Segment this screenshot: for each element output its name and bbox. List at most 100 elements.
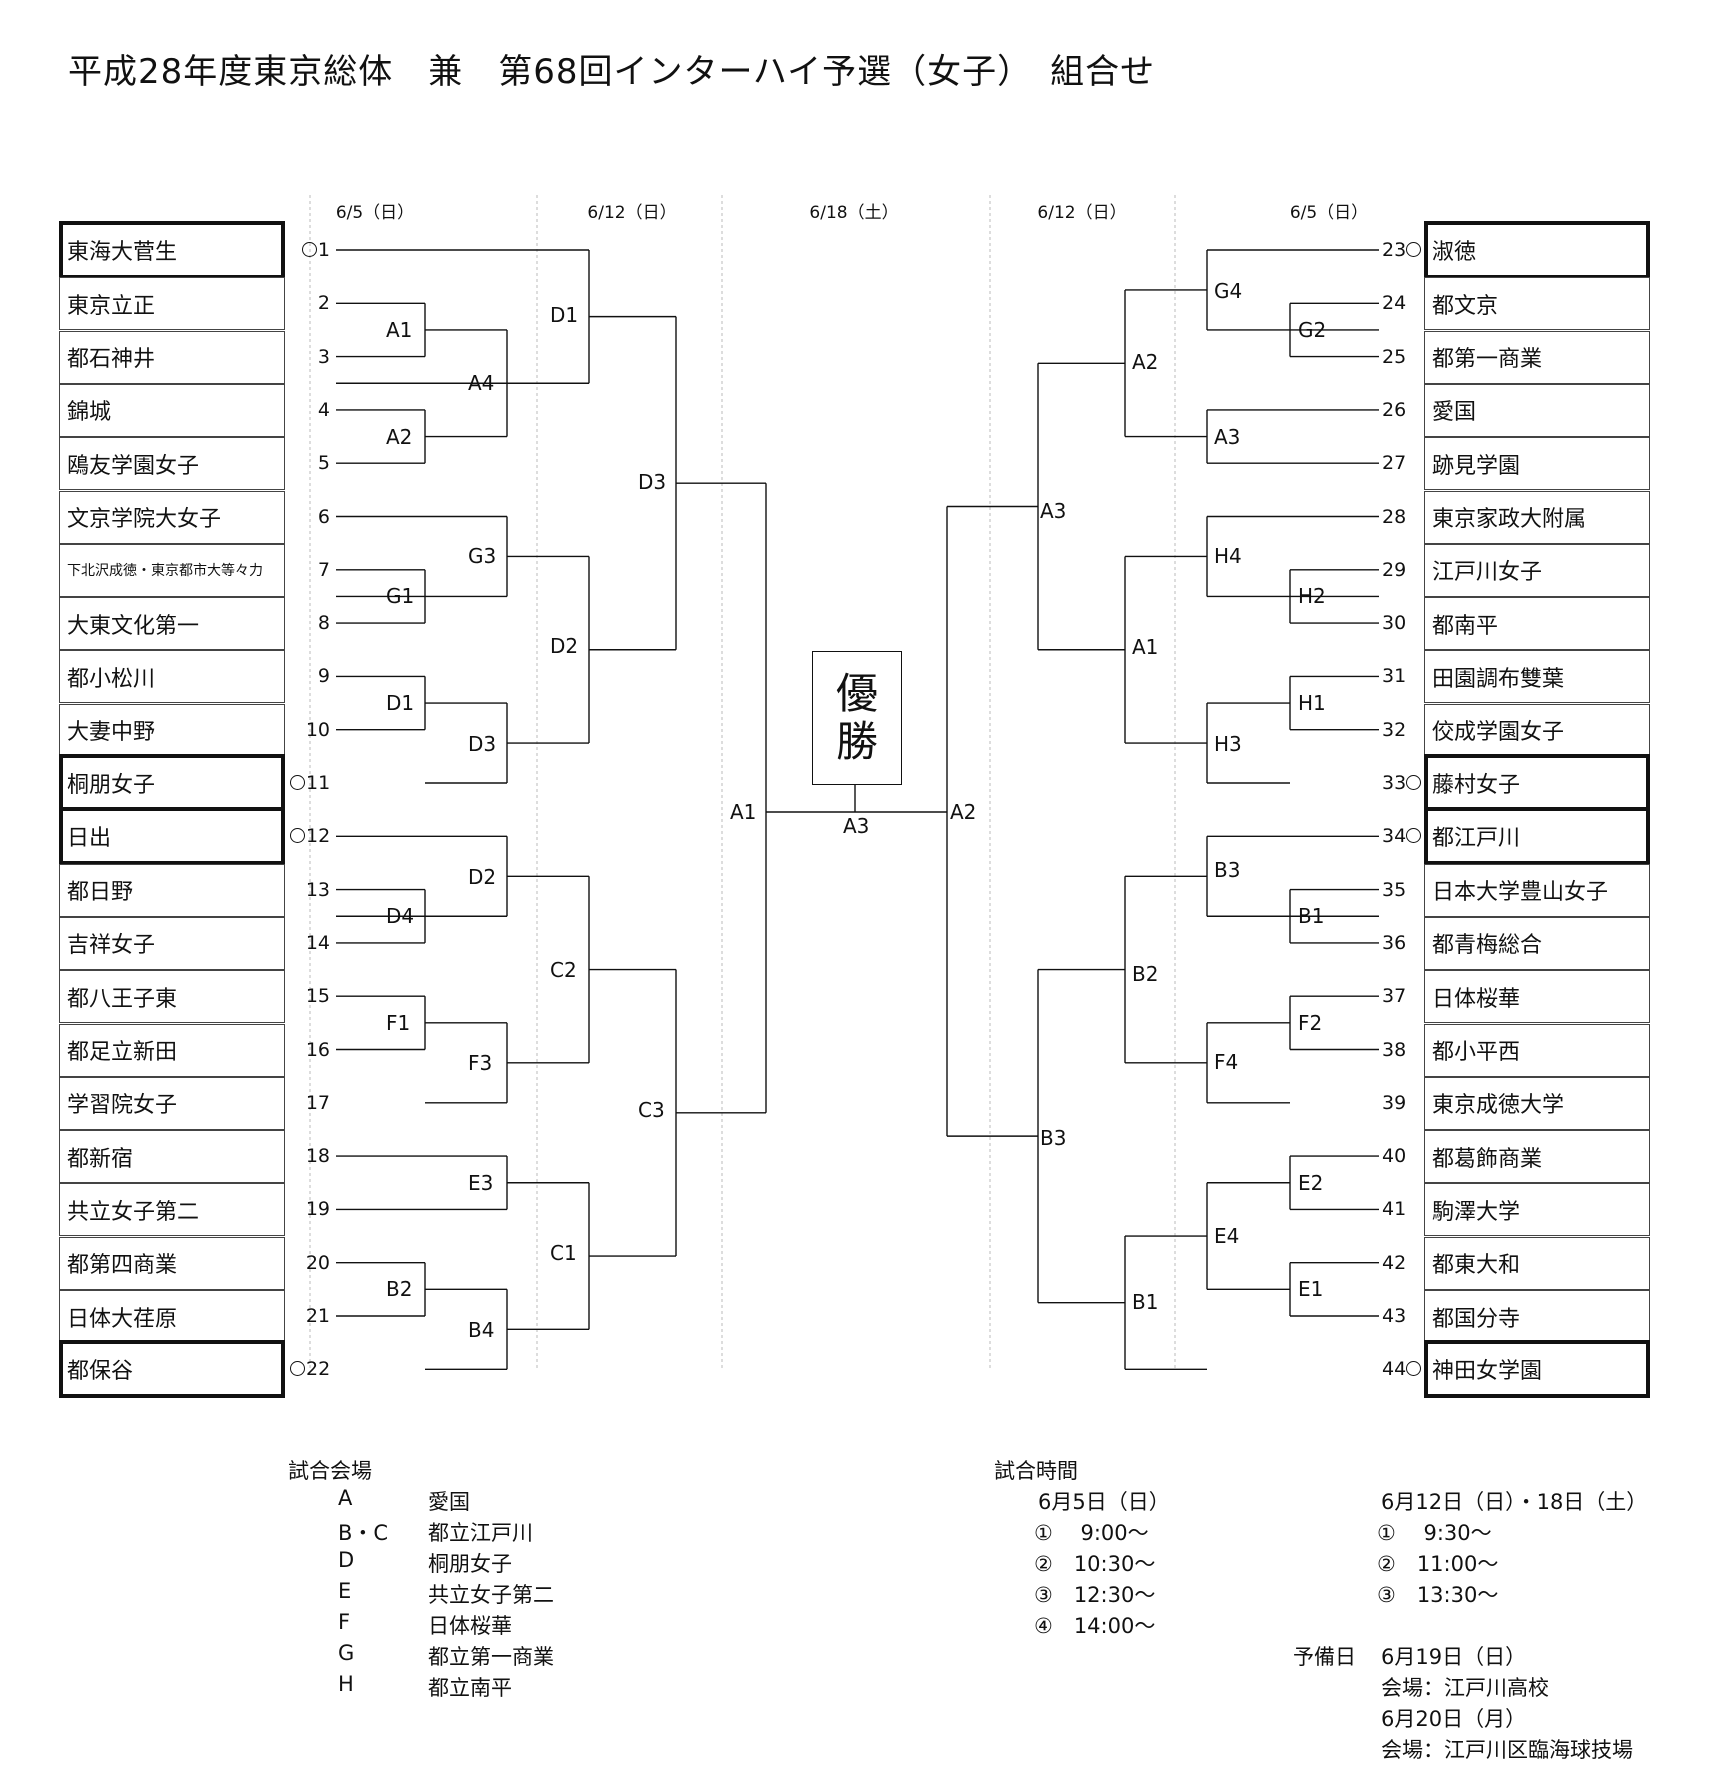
- match-label: B1: [1298, 904, 1325, 929]
- team-name: 田園調布雙葉: [1432, 666, 1565, 692]
- team-number: 32: [1382, 719, 1422, 741]
- team-number: 24: [1382, 292, 1422, 314]
- team-number-text: 11: [306, 772, 331, 794]
- seed-number: 34: [1382, 825, 1422, 847]
- match-label: G1: [386, 584, 415, 609]
- time-slot-day2: ② 11:00～: [1377, 1552, 1499, 1576]
- seed-number: 11: [290, 772, 330, 794]
- reserve-date-2: 6月20日（月）: [1381, 1707, 1527, 1731]
- right-team-box: 都青梅総合: [1424, 916, 1650, 970]
- team-name: 都八王子東: [67, 986, 178, 1012]
- match-label: H4: [1214, 544, 1242, 569]
- venue-code: D: [338, 1548, 355, 1572]
- times-day2-label: 6月12日（日）・18日（土）: [1381, 1490, 1648, 1514]
- team-number: 40: [1382, 1145, 1422, 1167]
- match-label: E2: [1298, 1170, 1324, 1195]
- right-team-box: 都第一商業: [1424, 330, 1650, 384]
- team-name: 駒澤大学: [1432, 1199, 1521, 1225]
- team-number: 27: [1382, 452, 1422, 474]
- left-team-box: 日出: [59, 807, 285, 866]
- match-label: D1: [550, 302, 579, 327]
- left-team-box: 東京立正: [59, 277, 285, 331]
- team-number: 18: [290, 1145, 330, 1167]
- match-label: B2: [1132, 961, 1159, 986]
- team-number: 38: [1382, 1039, 1422, 1061]
- time-slot-day1: ③ 12:30～: [1034, 1583, 1156, 1607]
- team-number: 20: [290, 1252, 330, 1274]
- venue-code: G: [338, 1641, 355, 1665]
- match-label: B4: [468, 1318, 495, 1343]
- team-number: 16: [290, 1039, 330, 1061]
- seed-number: 12: [290, 825, 330, 847]
- right-team-box: 淑徳: [1424, 221, 1650, 279]
- match-label: D3: [638, 470, 667, 495]
- seed-circle-icon: [301, 241, 317, 257]
- match-label: G4: [1214, 278, 1243, 303]
- team-name: 愛国: [1432, 400, 1477, 426]
- seed-number: 23: [1382, 239, 1422, 261]
- team-number: 13: [290, 879, 330, 901]
- match-label: C3: [638, 1097, 665, 1122]
- match-label: D2: [550, 633, 579, 658]
- team-number-text: 36: [1382, 931, 1407, 954]
- team-number-text: 4: [317, 398, 330, 421]
- team-number-text: 5: [317, 452, 330, 475]
- team-name: 都青梅総合: [1432, 933, 1543, 959]
- team-number-text: 26: [1382, 398, 1407, 421]
- team-number-text: 32: [1382, 718, 1407, 741]
- team-number: 42: [1382, 1252, 1422, 1274]
- left-team-box: 都第四商業: [59, 1236, 285, 1290]
- match-label: H3: [1214, 732, 1242, 757]
- match-label: D3: [468, 732, 497, 757]
- match-label: F1: [386, 1010, 411, 1035]
- right-team-box: 江戸川女子: [1424, 543, 1650, 597]
- team-name: 都日野: [67, 880, 134, 906]
- team-number-text: 44: [1382, 1358, 1407, 1381]
- time-slot-day2: ③ 13:30～: [1377, 1583, 1499, 1607]
- team-name: 都第一商業: [1432, 347, 1543, 373]
- reserve-label: 予備日: [1293, 1645, 1356, 1669]
- venue-code: H: [338, 1672, 354, 1696]
- team-name: 都葛飾商業: [1432, 1146, 1543, 1172]
- match-label: B3: [1040, 1126, 1067, 1151]
- venue-place: 愛国: [428, 1490, 470, 1514]
- match-label: B2: [386, 1277, 413, 1302]
- seed-number: 44: [1382, 1358, 1422, 1380]
- team-number: 39: [1382, 1092, 1422, 1114]
- team-number-text: 30: [1382, 612, 1407, 635]
- left-team-box: 大妻中野: [59, 703, 285, 757]
- match-label: A4: [468, 371, 495, 396]
- team-number: 3: [290, 346, 330, 368]
- reserve-venue-1: 会場：江戸川高校: [1381, 1676, 1549, 1700]
- team-number-text: 12: [306, 825, 331, 848]
- team-number: 41: [1382, 1198, 1422, 1220]
- team-number-text: 6: [317, 505, 330, 528]
- venue-code: E: [338, 1579, 352, 1603]
- right-team-box: 日本大学豊山女子: [1424, 863, 1650, 917]
- team-name: 学習院女子: [67, 1093, 178, 1119]
- team-number-text: 3: [317, 345, 330, 368]
- left-team-box: 共立女子第二: [59, 1183, 285, 1237]
- match-label: E4: [1214, 1224, 1240, 1249]
- match-label: B1: [1132, 1289, 1159, 1314]
- team-number: 30: [1382, 612, 1422, 634]
- seed-circle-icon: [1406, 827, 1422, 843]
- team-name: 淑徳: [1432, 240, 1477, 265]
- date-left-round1: 6/5（日）: [335, 203, 415, 223]
- right-team-box: 都文京: [1424, 277, 1650, 331]
- left-team-box: 学習院女子: [59, 1076, 285, 1130]
- team-name: 桐朋女子: [67, 773, 156, 798]
- venues-heading: 試合会場: [288, 1459, 372, 1483]
- team-name: 日体桜華: [1432, 986, 1521, 1012]
- times-heading: 試合時間: [994, 1459, 1078, 1483]
- seed-circle-icon: [290, 827, 305, 843]
- team-name: 都新宿: [67, 1146, 134, 1172]
- right-team-box: 都小平西: [1424, 1023, 1650, 1077]
- match-label: C2: [550, 957, 577, 982]
- right-team-box: 田園調布雙葉: [1424, 650, 1650, 704]
- match-label: H1: [1298, 691, 1326, 716]
- match-label: B3: [1214, 858, 1241, 883]
- team-number-text: 37: [1382, 985, 1407, 1008]
- left-team-box: 錦城: [59, 383, 285, 437]
- match-label: F2: [1298, 1010, 1323, 1035]
